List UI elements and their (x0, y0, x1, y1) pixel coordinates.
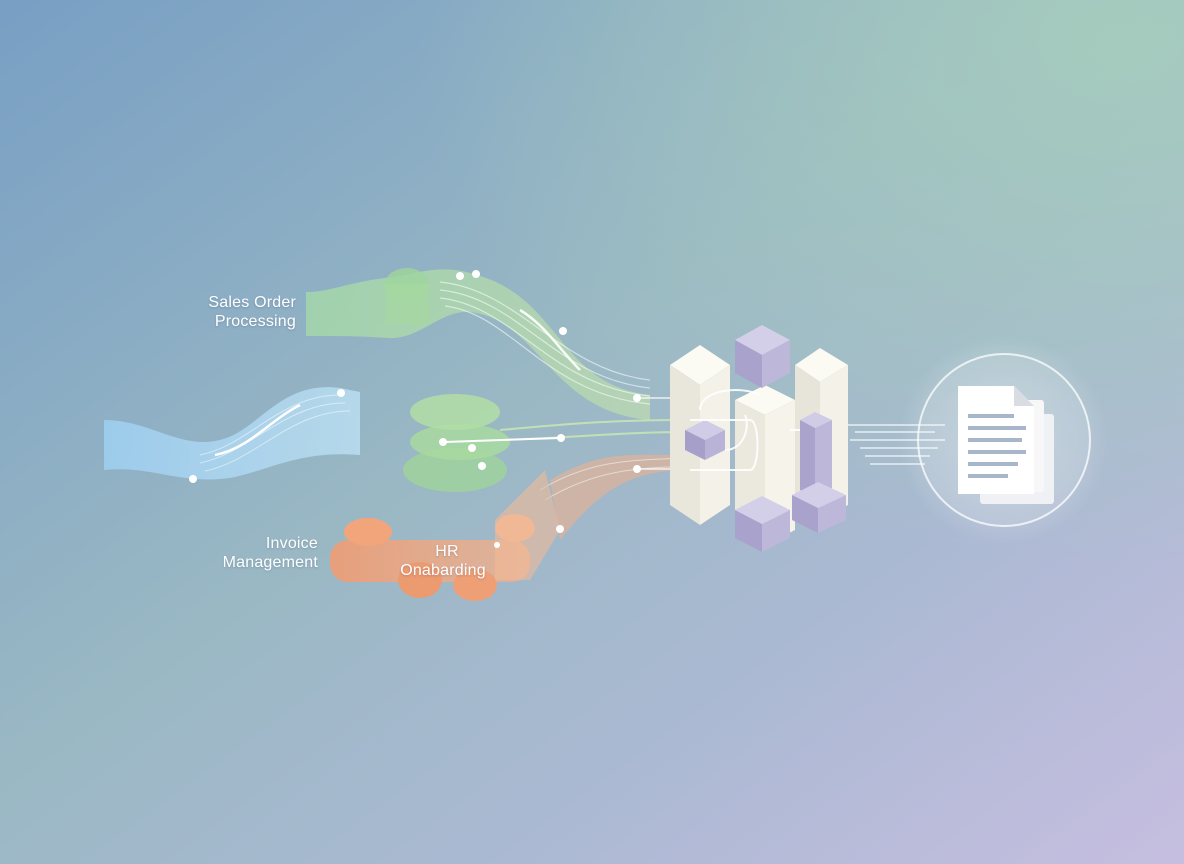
document-stack-icon (958, 386, 1054, 504)
processing-hub (670, 325, 848, 552)
sales-order-stream (306, 268, 691, 420)
blue-ribbon-stream (104, 387, 360, 483)
hr-line2: Onabarding (400, 562, 486, 579)
invoice-management-label: Invoice Management (200, 534, 318, 572)
green-blob-stream (403, 394, 691, 492)
invoice-line2: Management (222, 554, 318, 571)
hr-onboarding-label: HR Onabarding (388, 542, 498, 580)
sales-order-line1: Sales Order (208, 294, 296, 311)
sales-order-label: Sales Order Processing (170, 293, 296, 331)
hr-line1: HR (435, 543, 459, 560)
document-output (899, 335, 1109, 545)
sales-order-line2: Processing (214, 313, 296, 330)
invoice-line1: Invoice (265, 535, 318, 552)
orange-stream (330, 454, 691, 601)
